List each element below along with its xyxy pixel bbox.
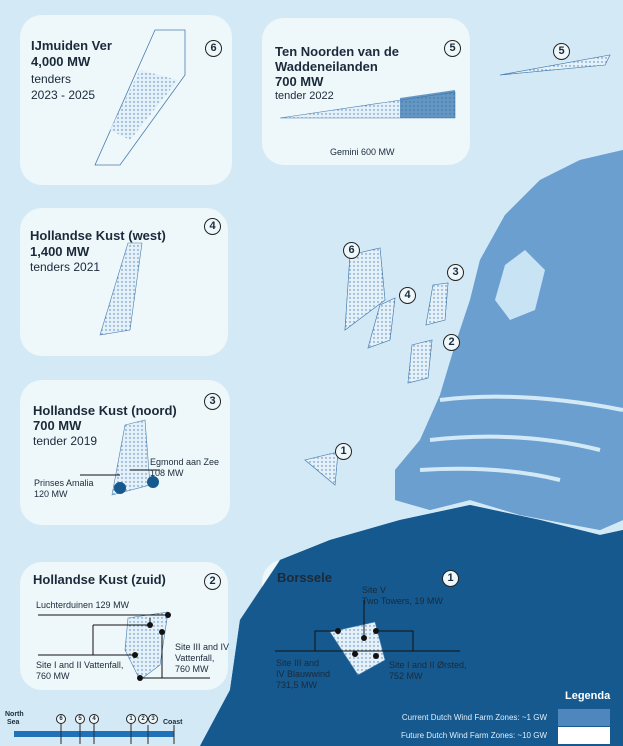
scale-left-label: North [5, 711, 24, 718]
zone-capacity: 700 MW [33, 418, 82, 433]
map-marker-5: 5 [553, 43, 570, 60]
site-label: Site III and [276, 658, 320, 668]
zone-capacity: 700 MW [275, 74, 324, 89]
legend-current-swatch [558, 709, 610, 726]
site-label: Vattenfall, [175, 653, 215, 663]
legend-future-label: Future Dutch Wind Farm Zones: ~10 GW [400, 731, 547, 740]
map-marker-4: 4 [399, 287, 416, 304]
zone-tender: tender 2022 [275, 90, 334, 102]
scale-right-label: Coast [163, 719, 183, 726]
zone-years: 2023 - 2025 [31, 88, 96, 102]
zone-title: Hollandse Kust (west) [30, 228, 166, 243]
zone-title: Ten Noorden van de [275, 44, 399, 59]
site-label: Luchterduinen 129 MW [36, 600, 130, 610]
legend-future-swatch [558, 727, 610, 744]
site-label: Site III and IV [175, 642, 230, 652]
scale-marker: 2 [138, 714, 148, 724]
zone-capacity: 1,400 MW [30, 244, 90, 259]
zone-number-badge: 1 [442, 570, 459, 587]
scale-marker: 6 [56, 714, 66, 724]
site-label: 760 MW [36, 671, 70, 681]
site-label: Prinses Amalia [34, 478, 94, 488]
map-marker-3: 3 [447, 264, 464, 281]
site-label: 120 MW [34, 489, 68, 499]
site-label: IV Blauwwind [276, 669, 331, 679]
zone-number-badge: 4 [204, 218, 221, 235]
site-label: Two Towers, 19 MW [362, 596, 443, 606]
zone-tender: tenders 2021 [30, 260, 101, 274]
scale-marker: 3 [148, 714, 158, 724]
scale-left-label-2: Sea [7, 719, 20, 726]
zone-note: Gemini 600 MW [330, 147, 395, 157]
map-marker-6: 6 [343, 242, 360, 259]
site-label: Site V [362, 585, 387, 595]
zone-number-badge: 6 [205, 40, 222, 57]
scale-marker: 5 [75, 714, 85, 724]
site-label: Egmond aan Zee [150, 457, 220, 467]
site-label: 760 MW [175, 664, 209, 674]
legend-current-label: Current Dutch Wind Farm Zones: ~1 GW [401, 713, 547, 722]
site-label: Site I and II Vattenfall, [36, 660, 124, 670]
scale-marker: 1 [126, 714, 136, 724]
zone-title: Borssele [277, 570, 332, 585]
zone-card-ten-noorden [262, 18, 470, 165]
zone-title-line2: Waddeneilanden [275, 59, 378, 74]
map-marker-2: 2 [443, 334, 460, 351]
zone-card-hk-zuid [20, 562, 228, 690]
zone-tender: tenders [31, 72, 72, 86]
zone-number-badge: 3 [204, 393, 221, 410]
zone-capacity: 4,000 MW [31, 54, 91, 69]
site-label: 731,5 MW [276, 680, 318, 690]
zone-number-badge: 2 [204, 573, 221, 590]
zone-title: Hollandse Kust (zuid) [33, 572, 166, 587]
map-marker-1: 1 [335, 443, 352, 460]
site-label: Site I and II Ørsted, [389, 660, 467, 670]
site-label: 752 MW [389, 671, 423, 681]
legend-title: Legenda [565, 690, 611, 702]
zone-title: Hollandse Kust (noord) [33, 403, 177, 418]
site-label: 108 MW [150, 468, 184, 478]
zone-number-badge: 5 [444, 40, 461, 57]
zone-title: IJmuiden Ver [31, 38, 112, 53]
scale-marker: 4 [89, 714, 99, 724]
zone-tender: tender 2019 [33, 434, 98, 448]
